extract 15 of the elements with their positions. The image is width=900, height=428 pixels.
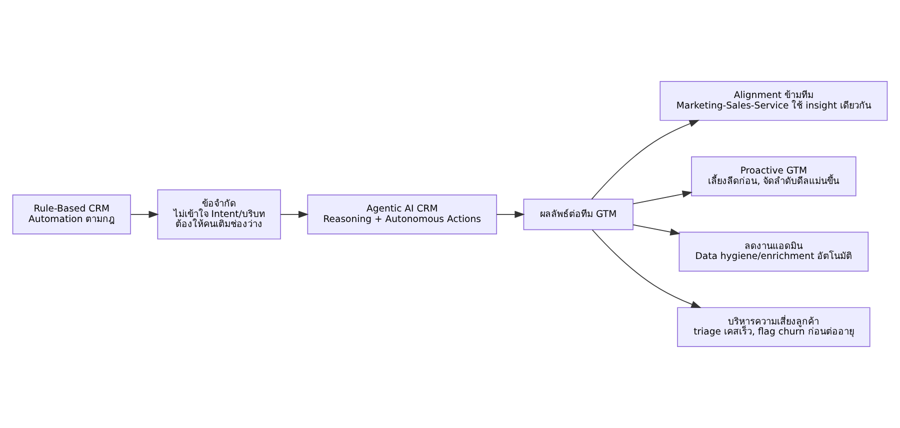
node-box: Alignment ข้ามทีม Marketing-Sales-Service ใช้ insight เดียวกัน: [660, 80, 888, 121]
node-box: Rule-Based CRM Automation ตามกฎ: [12, 194, 131, 234]
node-box: Agentic AI CRM Reasoning + Autonomous Actions: [307, 194, 498, 234]
arrow: [632, 190, 693, 204]
arrow: [280, 210, 309, 218]
arrow: [591, 120, 700, 200]
arrow: [496, 210, 525, 218]
arrow: [592, 229, 702, 308]
node-box: ผลลัพธ์ต่อทีม GTM: [523, 198, 634, 230]
node-box: บริหารความเสี่ยงลูกค้า triage เคสเร็ว, flag churn ก่อนต่ออายุ: [677, 307, 870, 348]
arrow: [130, 210, 159, 218]
node-box: ลดงานแอดมิน Data hygiene/enrichment อัตโนมัติ: [678, 232, 869, 272]
arrow: [632, 224, 680, 236]
node-box: Proactive GTM เลี้ยงลีดก่อน, จัดลำดับดีลแม่นขึ้น: [691, 156, 856, 196]
node-box: ข้อจำกัด ไม่เข้าใจ Intent/บริบท ต้องให้คนเติมช่องว่าง: [157, 189, 281, 240]
